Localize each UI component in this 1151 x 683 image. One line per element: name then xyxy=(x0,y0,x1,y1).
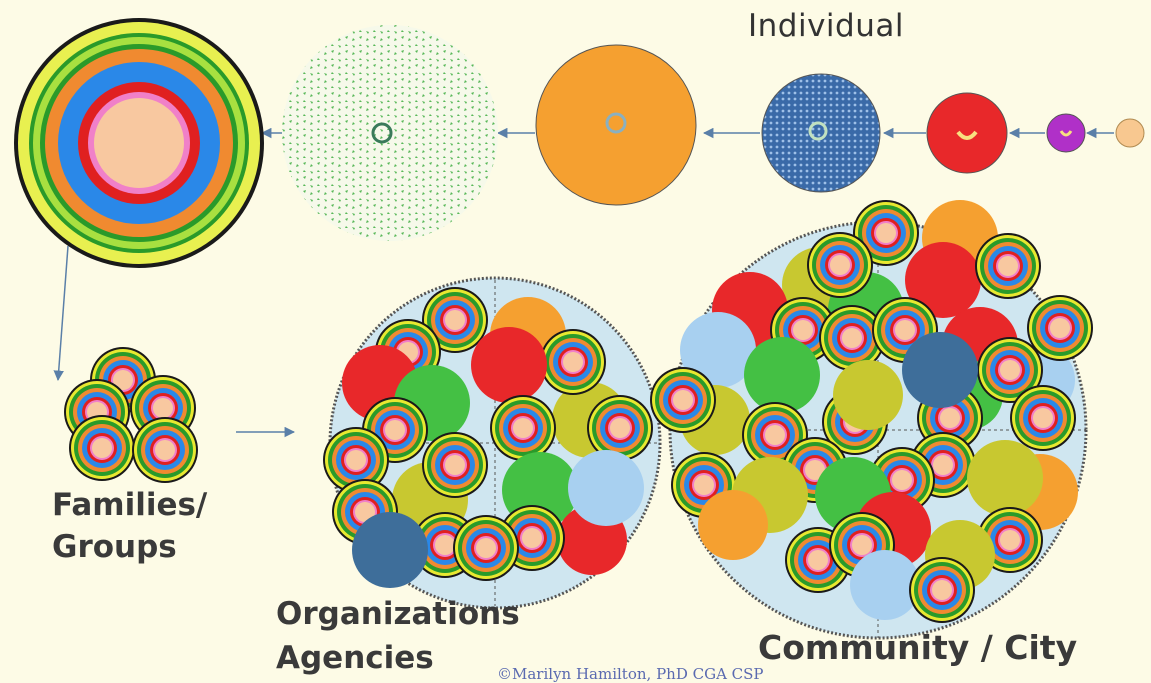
stage-circle-red xyxy=(926,92,1008,174)
organizations-cluster xyxy=(323,276,662,610)
copyright-notice: ©Marilyn Hamilton, PhD CGA CSP xyxy=(497,665,764,683)
label-families-line1: Families/ xyxy=(52,487,208,523)
stage-circle-peach xyxy=(1115,118,1145,148)
label-organizations-line1: Organizations xyxy=(276,596,520,632)
families-cluster xyxy=(64,347,198,483)
label-families-line2: Groups xyxy=(52,529,177,565)
community-cluster xyxy=(650,200,1093,640)
integral-individual-circle xyxy=(14,18,264,268)
label-families-groups: Families/ Groups xyxy=(52,484,207,568)
label-organizations-agencies: Organizations Agencies xyxy=(276,592,520,680)
label-community-city: Community / City xyxy=(758,628,1078,667)
stage-circle-blue-pattern xyxy=(761,73,881,193)
stage-circle-purple xyxy=(1046,113,1086,153)
individual-sequence xyxy=(260,25,1145,241)
stage-circle-orange xyxy=(535,44,697,206)
arrow-down xyxy=(53,245,69,382)
label-individual: Individual xyxy=(748,8,904,44)
label-organizations-line2: Agencies xyxy=(276,640,434,676)
